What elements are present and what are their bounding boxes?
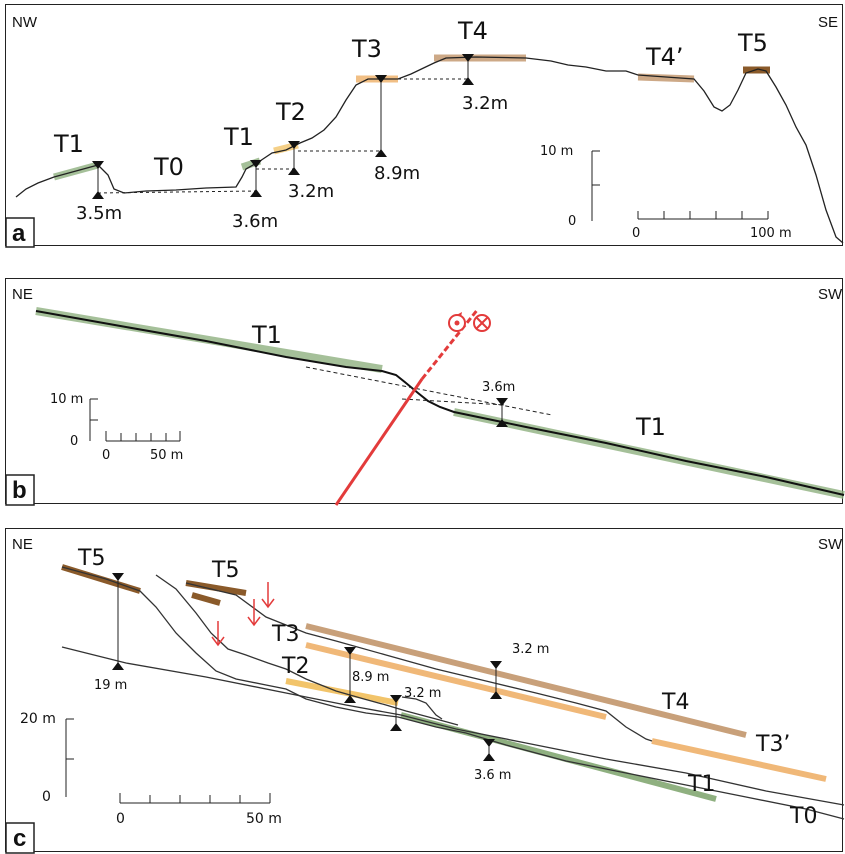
- label-t3: T3: [271, 622, 299, 647]
- measurement-label-3-2m-lower: 3.2m: [288, 181, 334, 202]
- profile-line-inner: [185, 582, 653, 742]
- t5-mid-surface-upper: [185, 580, 247, 596]
- t0-dashed-reference: [97, 190, 257, 194]
- panel-a-vertical-scale: [591, 150, 600, 221]
- label-t3: T3: [351, 35, 382, 63]
- label-t0: T0: [153, 153, 184, 181]
- label-t1: T1: [687, 772, 715, 797]
- profile-line-t2-scarp: [401, 696, 443, 720]
- panel-c-label: c: [13, 825, 26, 852]
- label-t4: T4: [661, 690, 689, 715]
- panel-b-label: b: [12, 477, 27, 504]
- label-t5: T5: [737, 29, 768, 57]
- panel-a-vscale-top-label: 10 m: [540, 144, 573, 159]
- measurement-label-3-6m: 3.6m: [232, 211, 278, 232]
- label-t1-right: T1: [223, 123, 254, 151]
- label-t0: T0: [789, 804, 817, 829]
- panel-c-vertical-scale: [65, 718, 74, 797]
- panel-a-right-direction: SE: [818, 14, 838, 31]
- out-of-page-symbol-icon: [448, 314, 466, 332]
- red-arrow-icon-2: [247, 599, 261, 627]
- panel-c: NE SW: [5, 528, 845, 854]
- measurement-label-8-9m: 8.9 m: [352, 670, 389, 685]
- panel-c-figure: NE SW: [5, 536, 845, 854]
- label-t5-mid: T5: [211, 558, 239, 583]
- t3-prime-surface: [651, 738, 827, 782]
- panel-b: NE SW 3.6m T1 T1: [5, 278, 845, 506]
- measurement-marker-8-9m: [375, 75, 387, 157]
- measurement-marker-8-9m: [344, 647, 356, 703]
- label-t2: T2: [275, 98, 306, 126]
- label-t1-upper: T1: [251, 321, 282, 349]
- measurement-label-8-9m: 8.9m: [374, 163, 420, 184]
- panel-b-hscale-left-label: 0: [102, 448, 110, 463]
- fault-projection: [420, 308, 480, 380]
- measurement-marker-3-2m-lower: [288, 141, 300, 175]
- panel-c-label-box: [5, 822, 35, 854]
- t4-surface: [305, 623, 747, 738]
- measurement-label-3-2m-lower: 3.2 m: [404, 686, 441, 701]
- label-t1-left: T1: [53, 130, 84, 158]
- measurement-marker-3-6m: [483, 739, 495, 761]
- panel-b-horizontal-scale: [105, 431, 181, 442]
- profile-line-middle: [155, 574, 459, 726]
- panel-b-hscale-right-label: 50 m: [150, 448, 183, 463]
- measurement-marker-3-5m: [92, 161, 104, 199]
- panel-a-hscale-left-label: 0: [632, 226, 640, 241]
- t2-surface: [285, 678, 399, 706]
- panel-c-left-direction: NE: [12, 536, 33, 553]
- measurement-marker-3-2m-upper: [490, 661, 502, 699]
- measurement-marker-3-2m-upper: [462, 54, 474, 85]
- label-t2: T2: [281, 654, 309, 679]
- panel-b-label-box: [5, 474, 35, 506]
- panel-b-vscale-bottom-label: 0: [70, 434, 78, 449]
- label-t1-lower: T1: [635, 413, 666, 441]
- panel-a-left-direction: NW: [12, 14, 38, 31]
- panel-a-vscale-bottom-label: 0: [568, 214, 576, 229]
- measurement-marker-3-6m: [496, 398, 508, 427]
- panel-b-left-direction: NE: [12, 286, 33, 303]
- label-t5-left: T5: [77, 546, 105, 571]
- label-t4: T4: [457, 17, 488, 45]
- panel-b-vertical-scale: [89, 398, 98, 441]
- measurement-label-3-6m: 3.6 m: [474, 768, 511, 783]
- panel-c-right-direction: SW: [818, 536, 843, 553]
- label-t3-prime: T3’: [755, 732, 790, 757]
- fault-line: [334, 378, 424, 506]
- into-page-symbol-icon: [473, 314, 491, 332]
- profile-line-outer: [61, 566, 845, 820]
- panel-a-horizontal-scale: [637, 211, 769, 220]
- t3-surface: [305, 642, 607, 720]
- panel-c-hscale-right-label: 50 m: [246, 811, 282, 827]
- panel-c-hscale-left-label: 0: [116, 811, 125, 827]
- measurement-marker-3-2m-lower: [390, 695, 402, 731]
- panel-a-figure: NW SE: [5, 14, 844, 248]
- panel-a-profile-line: [15, 56, 844, 244]
- profile-line-t0: [61, 646, 845, 806]
- panel-b-right-direction: SW: [818, 286, 843, 303]
- panel-a-label-box: [5, 217, 35, 248]
- panel-b-vscale-top-label: 10 m: [50, 392, 83, 407]
- panel-b-figure: NE SW 3.6m T1 T1: [5, 286, 845, 506]
- red-arrow-icon-3: [211, 621, 225, 647]
- panel-c-vscale-top-label: 20 m: [20, 711, 56, 727]
- t1-lower-projection: [401, 398, 507, 406]
- panel-a-label: a: [12, 220, 26, 247]
- panel-a: NW SE: [5, 4, 844, 248]
- measurement-label-3-5m: 3.5m: [76, 203, 122, 224]
- panel-b-profile-line: [35, 310, 845, 496]
- measurement-label-3-2m-upper: 3.2m: [462, 93, 508, 114]
- panel-c-vscale-bottom-label: 0: [42, 789, 51, 805]
- t5-mid-surface-lower: [191, 592, 221, 606]
- red-arrow-icon-1: [261, 582, 275, 609]
- measurement-label-19m: 19 m: [94, 678, 127, 693]
- measurement-marker-3-6m: [250, 160, 262, 197]
- label-t4-prime: T4’: [645, 43, 684, 71]
- measurement-label-3-2m-upper: 3.2 m: [512, 642, 549, 657]
- measurement-marker-19m: [112, 573, 124, 670]
- measurement-label-3-6m: 3.6m: [482, 380, 515, 395]
- panel-c-horizontal-scale: [119, 793, 271, 804]
- panel-a-hscale-right-label: 100 m: [750, 226, 792, 241]
